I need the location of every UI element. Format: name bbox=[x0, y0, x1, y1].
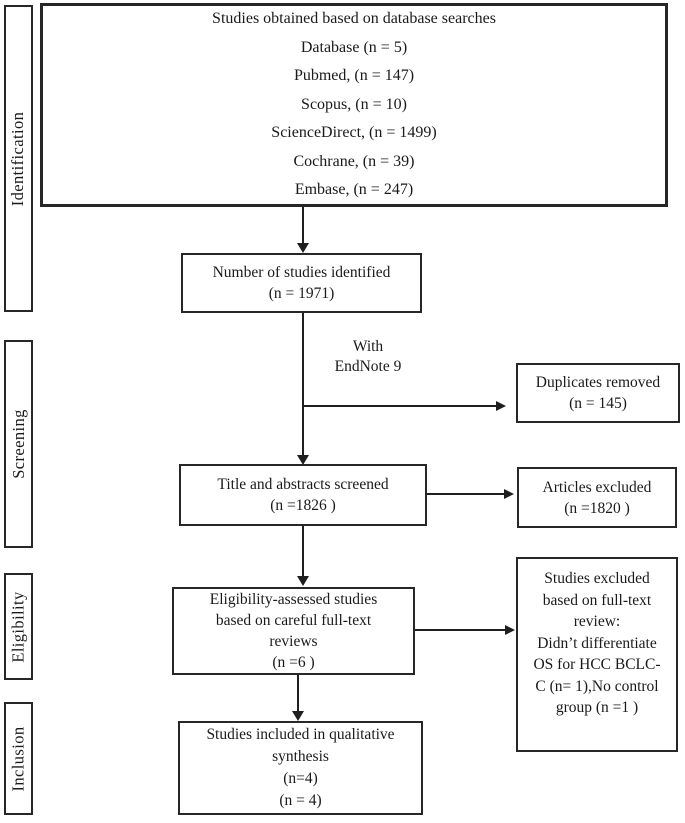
box-line: Studies included in qualitative bbox=[206, 726, 395, 743]
stage-label-text: Eligibility bbox=[8, 590, 28, 663]
arrow-branch-to-duplicates bbox=[303, 405, 496, 407]
box-line: Eligibility-assessed studies bbox=[209, 591, 378, 608]
stage-label-text: Identification bbox=[8, 111, 28, 206]
box-fulltext-excluded: Studies excluded based on full-text revi… bbox=[516, 557, 678, 752]
box-line: Title and abstracts screened bbox=[217, 476, 389, 493]
box-line: Studies excluded bbox=[544, 570, 650, 587]
label-endnote-line: EndNote 9 bbox=[334, 358, 402, 375]
box-included-qualitative: Studies included in qualitative synthesi… bbox=[178, 721, 423, 815]
box-line: based on careful full-text bbox=[215, 612, 372, 629]
box-line: (n =1826 ) bbox=[270, 497, 336, 514]
stage-label-text: Inclusion bbox=[8, 725, 28, 792]
box-line: C (n= 1),No control bbox=[535, 677, 659, 695]
box-line: Embase, (n = 247) bbox=[294, 181, 414, 199]
box-title-abstracts-screened: Title and abstracts screened (n =1826 ) bbox=[179, 464, 427, 526]
box-line: (n =1820 ) bbox=[564, 499, 630, 517]
box-database-searches: Studies obtained based on database searc… bbox=[40, 3, 668, 207]
stage-label-eligibility: Eligibility bbox=[4, 573, 33, 680]
arrowhead-down-icon bbox=[297, 455, 309, 465]
box-line: Database (n = 5) bbox=[300, 38, 408, 56]
box-line: Scopus, (n = 10) bbox=[301, 95, 407, 113]
arrow-eligibility-to-fulltext-excluded bbox=[415, 629, 505, 631]
stage-label-screening: Screening bbox=[4, 340, 33, 548]
box-line: review: bbox=[573, 613, 621, 630]
box-line: based on full-text bbox=[542, 591, 652, 609]
box-line: Pubmed, (n = 147) bbox=[293, 67, 415, 85]
stage-label-inclusion: Inclusion bbox=[4, 702, 33, 815]
arrow-eligibility-to-included bbox=[297, 675, 299, 712]
box-duplicates-removed: Duplicates removed (n = 145) bbox=[516, 363, 680, 423]
box-line: (n=4) bbox=[283, 770, 318, 787]
arrowhead-right-icon bbox=[504, 489, 514, 499]
box-articles-excluded: Articles excluded (n =1820 ) bbox=[517, 467, 677, 528]
arrowhead-down-icon bbox=[297, 576, 309, 586]
arrowhead-right-icon bbox=[505, 625, 515, 635]
label-endnote-line: With bbox=[352, 338, 384, 355]
box-line: Cochrane, (n = 39) bbox=[293, 152, 415, 170]
arrow-identified-to-screened bbox=[302, 313, 304, 456]
arrowhead-down-icon bbox=[297, 243, 309, 253]
box-line: group (n =1 ) bbox=[555, 699, 639, 716]
box-line: OS for HCC BCLC- bbox=[533, 656, 661, 673]
box-line: reviews bbox=[269, 633, 318, 650]
box-line: (n =6 ) bbox=[272, 654, 315, 671]
arrowhead-down-icon bbox=[292, 711, 304, 721]
label-endnote: With EndNote 9 bbox=[318, 337, 418, 377]
arrowhead-right-icon bbox=[496, 401, 506, 411]
box-line: Number of studies identified bbox=[212, 264, 391, 281]
box-line: ScienceDirect, (n = 1499) bbox=[271, 124, 437, 142]
box-eligibility-assessed: Eligibility-assessed studies based on ca… bbox=[172, 587, 415, 675]
box-line: synthesis bbox=[272, 748, 329, 765]
box-line: (n = 145) bbox=[569, 395, 627, 412]
box-line: Duplicates removed bbox=[535, 374, 661, 391]
stage-label-text: Screening bbox=[8, 409, 28, 479]
box-line: Studies obtained based on database searc… bbox=[212, 10, 496, 28]
arrow-screened-to-articles-excluded bbox=[427, 493, 504, 495]
arrow-screened-to-eligibility bbox=[302, 526, 304, 577]
arrow-database-to-identified bbox=[302, 207, 304, 244]
box-line: Articles excluded bbox=[542, 478, 652, 496]
box-line: (n = 1971) bbox=[268, 285, 335, 302]
stage-label-identification: Identification bbox=[4, 5, 33, 312]
box-line: (n = 4) bbox=[279, 792, 322, 809]
box-studies-identified: Number of studies identified (n = 1971) bbox=[181, 253, 422, 313]
box-line: Didn’t differentiate bbox=[537, 634, 657, 652]
